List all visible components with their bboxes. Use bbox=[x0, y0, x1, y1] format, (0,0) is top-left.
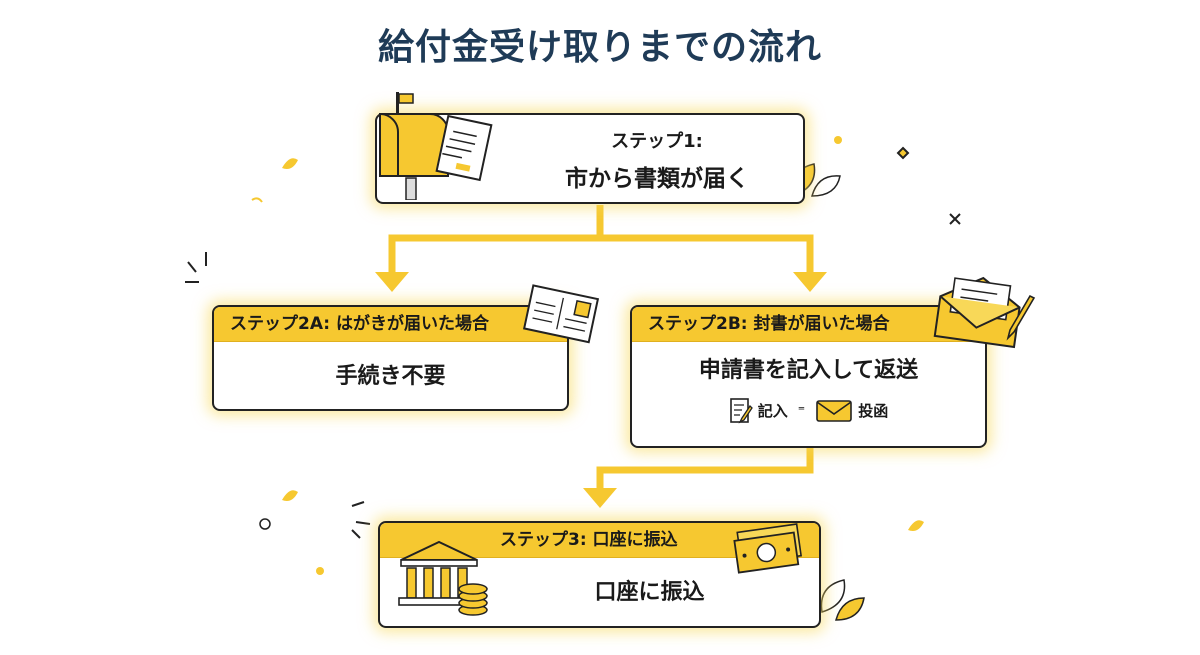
motion-lines: ⁼ bbox=[797, 403, 806, 419]
arrow-head-2a bbox=[375, 272, 409, 292]
sparkle-icon bbox=[185, 146, 961, 539]
leaf-icon bbox=[282, 158, 924, 531]
arrow-step2b-to-step3 bbox=[596, 448, 814, 490]
arrow-head-2b bbox=[793, 272, 827, 292]
step1-label: ステップ1: bbox=[611, 131, 703, 152]
dot-decoration bbox=[834, 136, 842, 144]
step2b-sub-actions: 記入 ⁼ 投函 bbox=[632, 396, 985, 426]
bank-icon bbox=[398, 540, 488, 616]
arrow-head-3 bbox=[583, 488, 617, 508]
pencil-paper-icon bbox=[729, 398, 753, 424]
envelope-icon bbox=[816, 400, 852, 422]
step2a-header: ステップ2A: はがきが届いた場合 bbox=[214, 307, 567, 342]
step2b-box: ステップ2B: 封書が届いた場合 申請書を記入して返送 記入 ⁼ bbox=[630, 305, 987, 448]
mailbox-icon bbox=[379, 92, 493, 200]
dot-decoration bbox=[259, 518, 271, 530]
banknotes-icon bbox=[733, 523, 803, 574]
mail-label: 投函 bbox=[858, 402, 889, 420]
arrow-step1-to-step2 bbox=[388, 205, 814, 275]
step3-text: 口座に振込 bbox=[594, 580, 705, 605]
step2a-text: 手続き不要 bbox=[335, 364, 446, 389]
document-icon bbox=[435, 114, 493, 182]
mail-item: 投函 bbox=[815, 396, 888, 426]
fill-in-label: 記入 bbox=[757, 402, 788, 420]
step2b-text: 申請書を記入して返送 bbox=[698, 358, 919, 383]
dot-decoration bbox=[251, 197, 263, 203]
dot-decoration bbox=[316, 567, 324, 575]
step1-text: 市から書類が届く bbox=[565, 166, 749, 192]
step2b-header: ステップ2B: 封書が届いた場合 bbox=[632, 307, 985, 342]
coins-icon bbox=[458, 583, 488, 616]
fill-in-item: 記入 bbox=[729, 396, 788, 426]
step2a-box: ステップ2A: はがきが届いた場合 手続き不要 bbox=[212, 305, 569, 411]
postcard-icon bbox=[522, 284, 600, 344]
envelope-pen-icon bbox=[933, 276, 1036, 349]
step2b-body: 申請書を記入して返送 記入 ⁼ 投函 bbox=[632, 342, 985, 426]
page-title: 給付金受け取りまでの流れ bbox=[377, 27, 822, 68]
